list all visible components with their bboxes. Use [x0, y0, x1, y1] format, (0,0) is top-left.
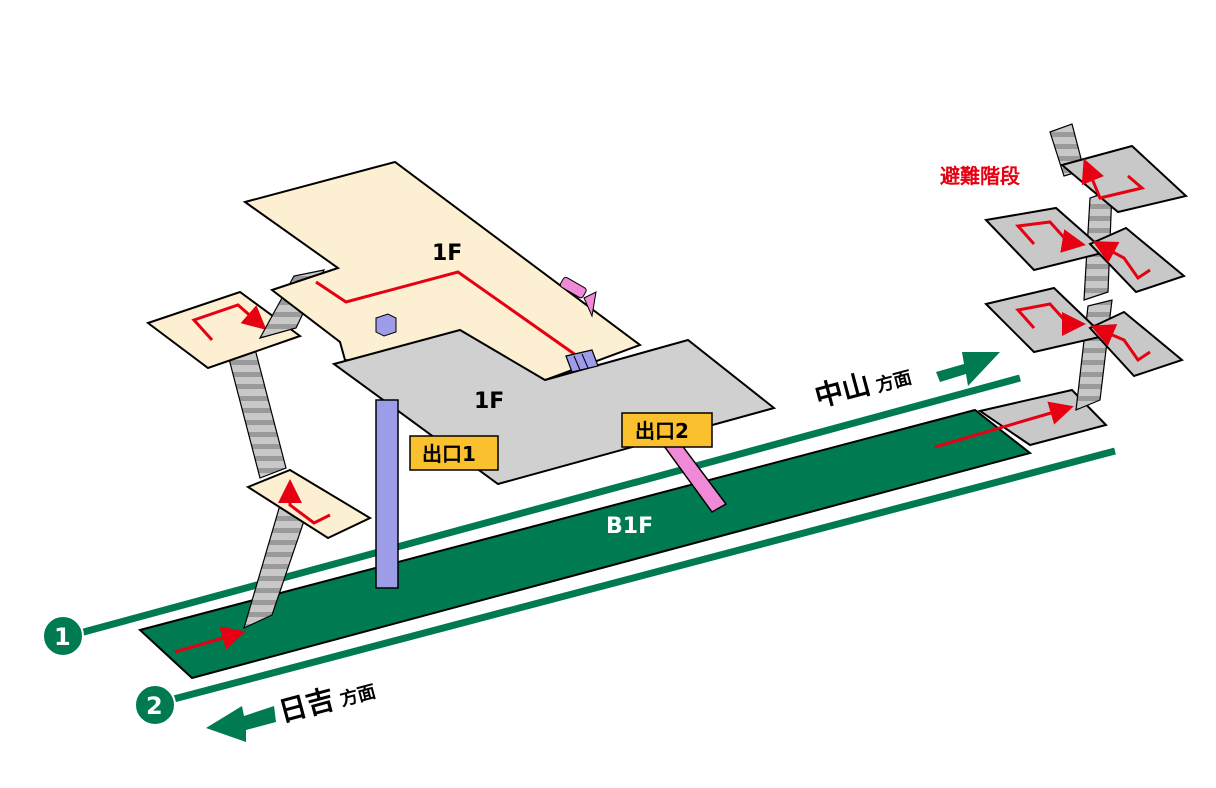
hiyoshi-label: 日吉 [275, 682, 338, 728]
nakayama-sub-label: 方面 [874, 366, 914, 397]
right-landing-2b [1088, 226, 1187, 294]
track2-label: 2 [146, 692, 163, 720]
right-landing-top [1059, 144, 1189, 214]
left-stair-middle [227, 344, 287, 479]
track-line-2 [169, 447, 1116, 704]
direction-nakayama: 中山 方面 [811, 352, 1000, 414]
emergency-stairs-label: 避難階段 [940, 164, 1020, 188]
elevator-box-icon [375, 313, 397, 337]
hiyoshi-sub-label: 方面 [338, 680, 378, 711]
track1-label: 1 [54, 623, 71, 651]
lower-1f-floor: 1F [331, 328, 777, 486]
nakayama-label: 中山 [811, 367, 874, 413]
platform-extension [977, 388, 1108, 447]
upper-1f-label: 1F [432, 241, 462, 266]
left-landing-lower [245, 468, 373, 540]
right-landing-3b [1088, 310, 1185, 378]
upper-1f-floor: 1F [242, 160, 643, 384]
platform-route-arrow-left [174, 626, 246, 654]
platform-route-arrow-right [934, 401, 1074, 449]
left-landing-upper [145, 290, 303, 370]
exit1-sign: 出口1 [409, 435, 499, 471]
b1f-label: B1F [606, 514, 653, 539]
exit1-label: 出口1 [422, 442, 476, 466]
exit2-sign: 出口2 [621, 412, 713, 448]
track-badge-1: 1 [42, 615, 84, 657]
track-line-1 [79, 374, 1021, 637]
escalator-top-icon [559, 276, 597, 318]
exit2-label: 出口2 [635, 419, 689, 443]
elevator-shaft [375, 399, 399, 589]
ticket-gate-icon [565, 349, 599, 373]
track-badge-2: 2 [134, 684, 176, 726]
lower-1f-label: 1F [474, 389, 504, 414]
direction-hiyoshi: 日吉 方面 [206, 680, 378, 742]
